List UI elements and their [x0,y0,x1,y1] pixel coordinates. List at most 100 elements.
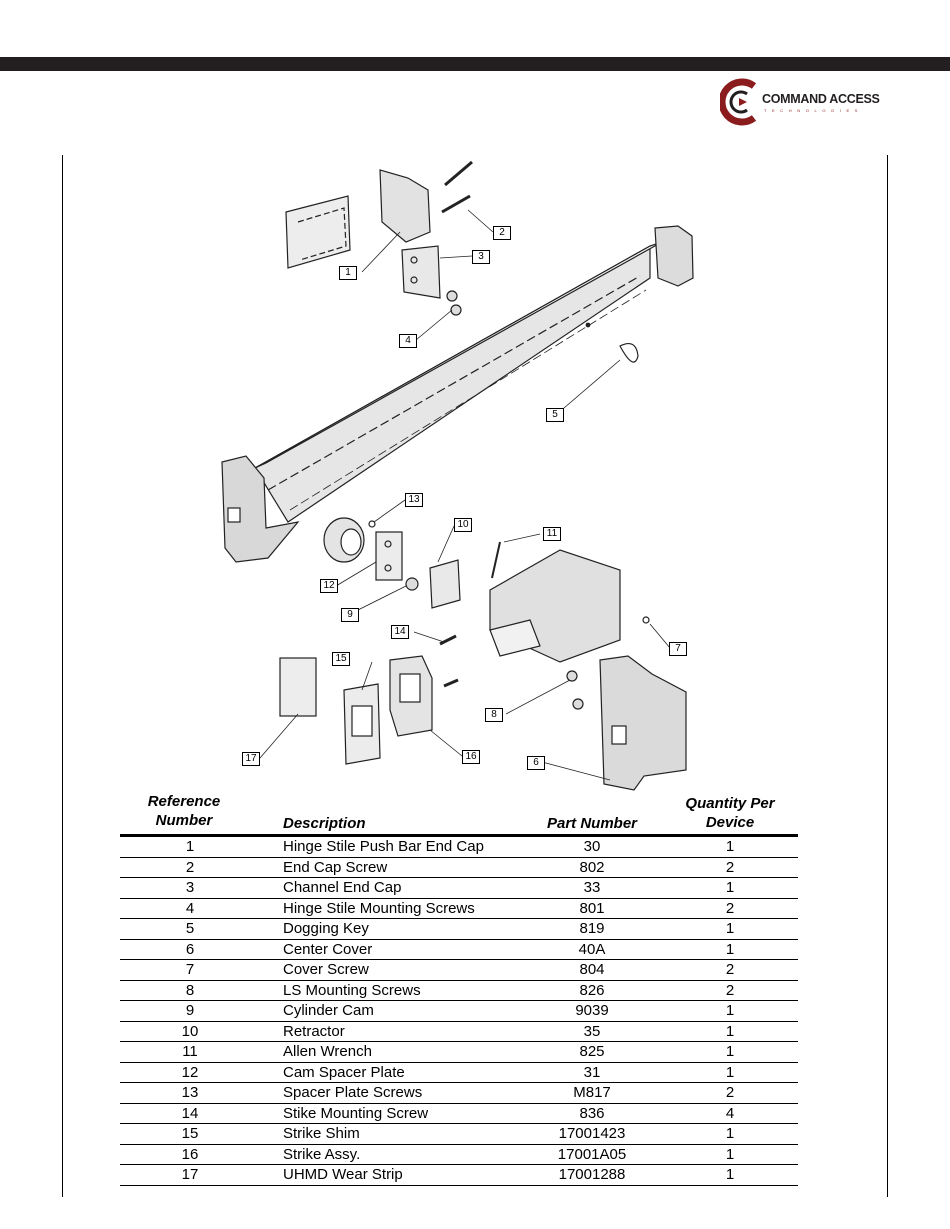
cell-part-number: 35 [583,1022,601,1040]
header-rule [120,834,798,837]
cell-quantity: 1 [725,1166,735,1183]
cell-description: Hinge Stile Push Bar End Cap [283,838,484,855]
cell-reference: 15 [181,1125,199,1142]
cell-part-number: 825 [579,1043,605,1060]
callout-2: 2 [493,226,511,240]
cell-reference: 2 [185,858,195,876]
callout-12: 12 [320,579,338,593]
exploded-parts-diagram: 1 2 3 4 5 6 7 8 9 10 11 12 13 14 15 16 1… [200,150,740,795]
table-row: 11 Allen Wrench 825 1 [120,1042,798,1063]
cell-part-number: 802 [579,858,605,876]
callout-7: 7 [669,642,687,656]
cell-reference: 17 [181,1166,199,1183]
callout-6: 6 [527,756,545,770]
cell-reference: 16 [181,1145,199,1163]
cell-part-number: 826 [579,981,605,999]
cell-description: Strike Shim [283,1125,360,1142]
callout-8: 8 [485,708,503,722]
cell-part-number: 801 [579,899,605,917]
logo-mark-icon [720,78,757,126]
cell-part-number: 33 [583,879,601,896]
exploded-view-drawing [221,160,694,791]
cell-part-number: 836 [579,1104,605,1122]
left-end-cap [221,455,300,563]
callout-15: 15 [332,652,350,666]
parts-table: Reference Number Description Part Number… [120,790,798,1186]
cell-quantity: 2 [725,899,735,917]
callout-17: 17 [242,752,260,766]
cell-part-number: 31 [583,1063,601,1081]
cell-description: Stike Mounting Screw [283,1104,429,1122]
cell-quantity: 1 [725,920,735,937]
header-quantity: Quantity Per Device [685,795,775,831]
callout-14: 14 [391,625,409,639]
header-bar [0,57,950,71]
callout-5: 5 [546,408,564,422]
cell-quantity: 1 [725,940,735,958]
callout-4: 4 [399,334,417,348]
callout-1: 1 [339,266,357,280]
cell-description: Hinge Stile Mounting Screws [283,899,475,917]
cell-description: Spacer Plate Screws [283,1084,423,1101]
cell-description: UHMD Wear Strip [283,1166,403,1183]
center-cover [599,655,687,791]
cell-reference: 11 [182,1043,198,1060]
callout-10: 10 [454,518,472,532]
header-reference: Reference Number [147,793,221,829]
cell-reference: 9 [185,1002,195,1019]
cell-quantity: 1 [725,1043,735,1060]
cell-part-number: 40A [578,940,606,958]
cell-reference: 4 [185,899,195,917]
header-description: Description [283,815,366,832]
cell-reference: 14 [181,1104,199,1122]
cell-reference: 7 [185,961,195,978]
cell-part-number: 804 [579,961,605,978]
cell-description: LS Mounting Screws [283,981,421,999]
cell-reference: 1 [185,838,195,855]
page-border-right [887,155,888,1197]
cell-quantity: 1 [725,838,735,855]
table-row: 4 Hinge Stile Mounting Screws 801 2 [120,899,798,919]
cell-description: Allen Wrench [283,1043,372,1060]
company-logo: COMMAND ACCESS TECHNOLOGIES [720,78,890,126]
cell-quantity: 2 [725,858,735,876]
cell-quantity: 2 [725,981,735,999]
cell-part-number: 9039 [575,1002,609,1019]
cell-quantity: 1 [725,1002,735,1019]
callout-9: 9 [341,608,359,622]
callout-13: 13 [405,493,423,507]
logo-tagline: TECHNOLOGIES [764,108,863,113]
cell-description: Dogging Key [283,920,369,937]
cell-reference: 13 [181,1084,199,1101]
cell-reference: 8 [185,981,195,999]
cell-quantity: 1 [725,879,735,896]
callout-3: 3 [472,250,490,264]
callout-11: 11 [543,527,561,541]
cell-part-number: 17001423 [558,1125,626,1142]
table-header: Reference Number Description Part Number… [120,790,798,837]
cell-description: Center Cover [283,940,373,958]
callout-16: 16 [462,750,480,764]
cell-description: Cam Spacer Plate [283,1063,405,1081]
table-row: 8 LS Mounting Screws 826 2 [120,981,798,1001]
page-border-left [62,155,63,1197]
table-row: 2 End Cap Screw 802 2 [120,858,798,878]
table-row: 7 Cover Screw 804 2 [120,960,798,981]
cell-reference: 10 [181,1022,199,1040]
cell-reference: 6 [185,940,195,958]
cell-part-number: M817 [573,1084,611,1101]
cell-part-number: 819 [579,920,605,937]
cell-description: Cylinder Cam [283,1002,374,1019]
cell-description: End Cap Screw [283,858,388,876]
cell-quantity: 2 [725,961,735,978]
cell-description: Cover Screw [283,961,369,978]
